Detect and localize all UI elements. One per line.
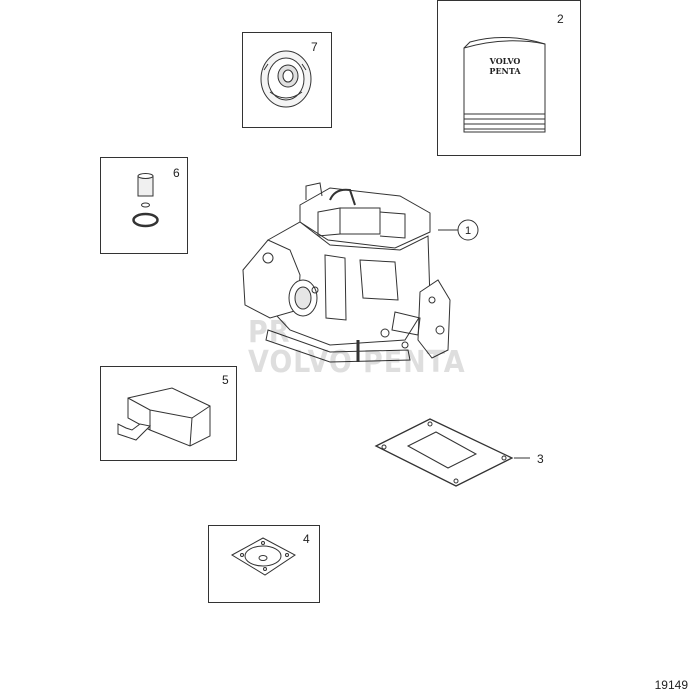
callout-1-marker [438, 219, 479, 241]
diaphragm-part-drawing [230, 537, 296, 576]
callout-number-7: 7 [311, 40, 318, 54]
manual-brand-line-2: PENTA [489, 66, 521, 76]
watermark: PR VOLVO PENTA [248, 318, 466, 378]
callout-number-2: 2 [557, 12, 564, 26]
figure-number: 19149 [654, 678, 688, 692]
callout-number-1: 1 [465, 225, 471, 237]
pump-part-drawing [260, 50, 312, 108]
carburetor-part-drawing [242, 182, 451, 363]
callout-number-4: 4 [303, 532, 310, 546]
float-part-drawing [117, 387, 211, 447]
callout-number-3: 3 [537, 452, 544, 466]
manual-part-drawing [463, 36, 546, 133]
gasket-part-drawing [374, 418, 530, 487]
callout-number-6: 6 [173, 166, 180, 180]
callout-number-5: 5 [222, 373, 229, 387]
manual-brand-line-1: VOLVO [489, 56, 521, 66]
watermark-text: VOLVO PENTA [248, 345, 466, 380]
watermark-partial: PR [248, 315, 291, 350]
needle-valve-kit-drawing [132, 173, 159, 228]
